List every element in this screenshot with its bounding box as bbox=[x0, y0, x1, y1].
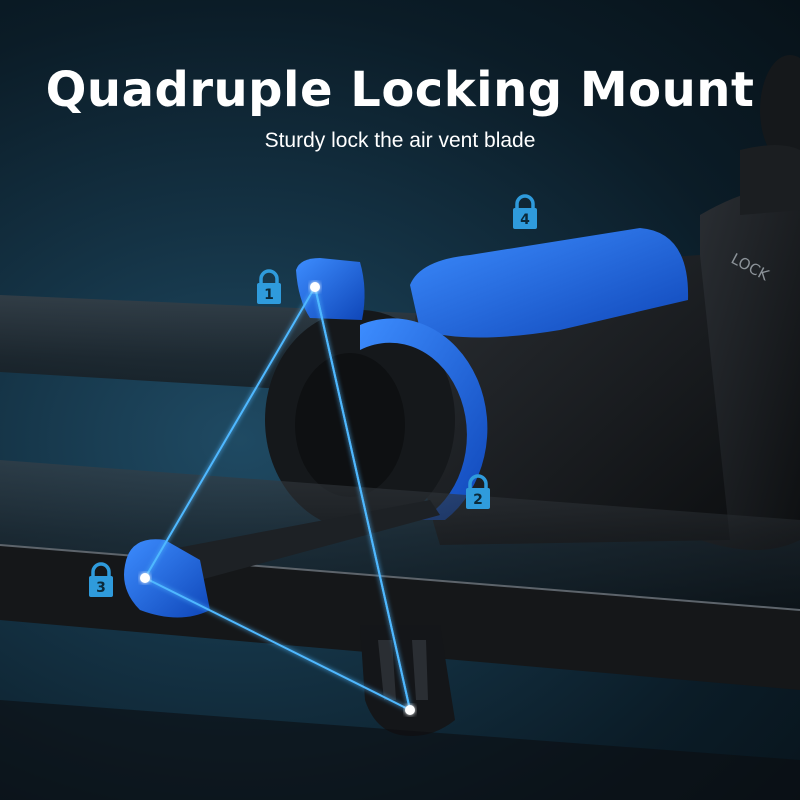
locking-triangle bbox=[143, 284, 412, 712]
lower-fork bbox=[360, 625, 455, 736]
padlock-icon: 4 bbox=[513, 194, 537, 229]
page-subtitle: Sturdy lock the air vent blade bbox=[264, 129, 536, 152]
contact-point-bottom bbox=[405, 705, 415, 715]
blue-lock-ring-2 bbox=[360, 318, 488, 520]
page-title: Quadruple Locking Mount bbox=[45, 62, 755, 118]
contact-point-1 bbox=[310, 282, 320, 292]
padlock-icon: 1 bbox=[257, 269, 281, 304]
contact-point-3 bbox=[140, 573, 150, 583]
vent-blade-back bbox=[0, 460, 800, 610]
clamp-arm bbox=[140, 500, 440, 580]
svg-text:2: 2 bbox=[473, 492, 483, 508]
svg-text:3: 3 bbox=[96, 580, 106, 596]
padlock-icon: 2 bbox=[466, 474, 490, 509]
blue-clamp-tip-3 bbox=[124, 539, 210, 618]
ball-joint bbox=[760, 55, 800, 165]
blue-hook-1 bbox=[296, 258, 365, 320]
vent-blade-bottom bbox=[0, 700, 800, 800]
padlock-icon: 3 bbox=[89, 562, 113, 597]
blue-lock-ring-4 bbox=[410, 228, 689, 338]
mount-rear bbox=[700, 187, 800, 550]
svg-text:1: 1 bbox=[264, 287, 274, 303]
svg-text:4: 4 bbox=[520, 212, 530, 228]
